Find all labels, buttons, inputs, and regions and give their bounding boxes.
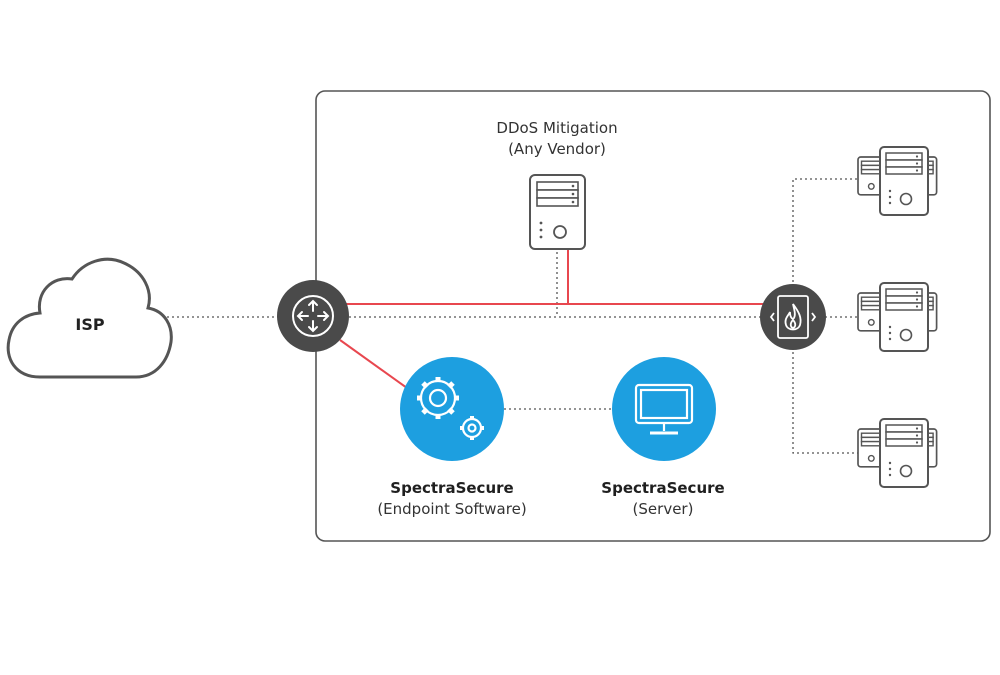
host-cluster-top [856,145,938,217]
gears-icon [417,377,484,440]
router-arrows-icon [292,295,334,337]
server-label: SpectraSecure (Server) [563,478,763,520]
router-node [277,280,349,352]
protected-links [339,247,766,389]
host-cluster-middle [856,281,938,353]
ddos-subtitle: (Any Vendor) [508,140,606,158]
server-subtitle: (Server) [632,500,694,518]
cloud-icon [6,257,173,379]
firewall-node [760,284,826,350]
endpoint-title: SpectraSecure [390,479,514,497]
host-cluster-bottom [856,417,938,489]
endpoint-node [400,357,504,461]
monitor-icon [634,383,694,435]
server-title: SpectraSecure [601,479,725,497]
endpoint-subtitle: (Endpoint Software) [377,500,527,518]
ddos-title: DDoS Mitigation [496,119,618,137]
dotted-links [162,178,866,454]
ddos-label: DDoS Mitigation (Any Vendor) [457,118,657,160]
isp-label: ISP [75,315,105,334]
server-node [612,357,716,461]
firewall-flame-icon [769,295,817,339]
server-tower-icon [529,174,586,250]
endpoint-label: SpectraSecure (Endpoint Software) [342,478,562,520]
